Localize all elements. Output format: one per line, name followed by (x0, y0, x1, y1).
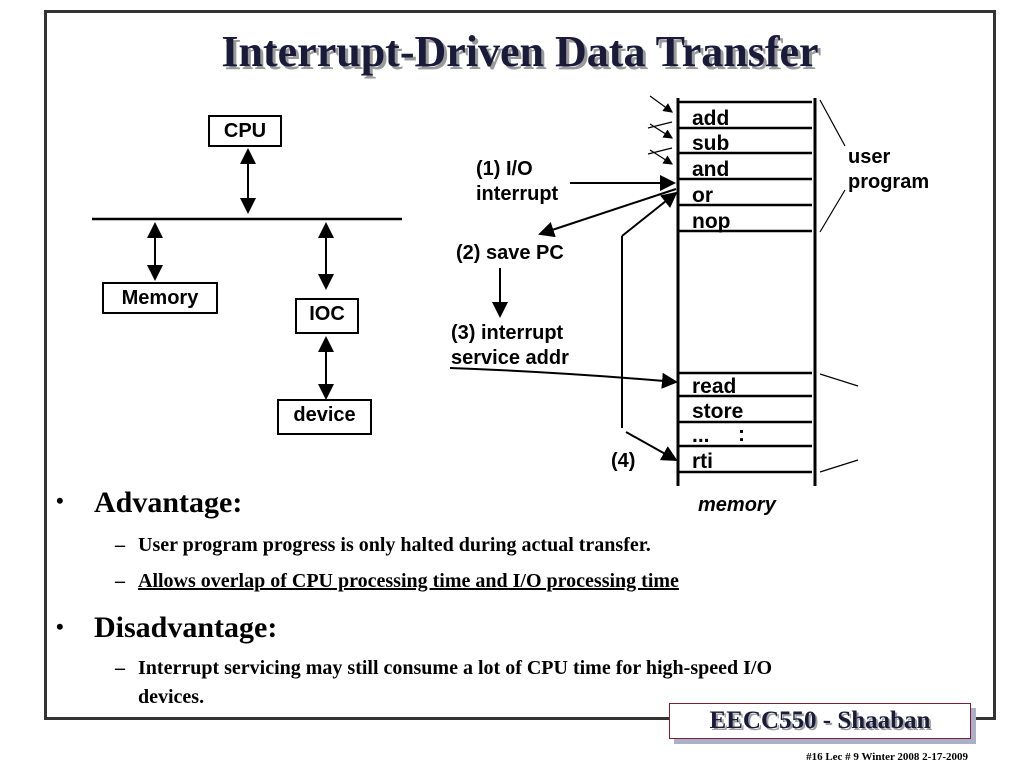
slide-footer: #16 Lec # 9 Winter 2008 2-17-2009 (806, 751, 968, 763)
advantage-heading: Advantage: (94, 486, 243, 519)
rti-to-return (625, 431, 678, 461)
memory-row-dividers (678, 100, 812, 474)
slide-frame (44, 10, 996, 720)
service-addr-arrow (449, 367, 678, 389)
disadvantage-item-1-cont: devices. (138, 686, 205, 708)
instr-store: store (692, 400, 744, 423)
advantage-dash-1: – (115, 534, 125, 556)
slide-title: Interrupt-Driven Data Transfer (221, 27, 819, 76)
user-program-label-line1: user (848, 146, 891, 168)
instr-and: and (692, 158, 730, 181)
step2-label: (2) save PC (456, 242, 564, 264)
instr-add: add (692, 107, 730, 130)
advantage-dash-2: – (115, 570, 125, 592)
ioc-box: IOC (295, 298, 359, 334)
device-box: device (277, 399, 372, 435)
step1-label-line2: interrupt (476, 183, 559, 205)
advantage-item-2: Allows overlap of CPU processing time an… (138, 570, 679, 592)
step3-label-line2: service addr (451, 347, 569, 369)
disadvantage-dash-1: – (115, 657, 125, 679)
disadvantage-bullet-dot: • (56, 614, 64, 639)
memory-caption: memory (698, 494, 776, 516)
save-pc-arrow (538, 188, 677, 238)
cpu-box: CPU (208, 115, 282, 147)
instr-read: read (692, 375, 737, 398)
memory-box: Memory (102, 282, 218, 314)
instr-nop: nop (692, 210, 731, 233)
disadvantage-heading: Disadvantage: (94, 611, 278, 644)
step3-label-line1: (3) interrupt (451, 322, 564, 344)
instr-or: or (692, 184, 713, 207)
instr-ellipsis: ... (692, 424, 710, 447)
advantage-bullet-dot: • (56, 488, 64, 513)
step4-label: (4) (611, 450, 636, 472)
instr-sub: sub (692, 132, 730, 155)
return-arrow-to-or (621, 191, 678, 237)
step1-label-line1: (1) I/O (476, 158, 533, 180)
instr-rti: rti (692, 450, 713, 473)
instr-colon: : (738, 423, 745, 446)
user-program-label-line2: program (848, 171, 930, 193)
advantage-item-1: User program progress is only halted dur… (138, 534, 651, 556)
course-badge: EECC550 - Shaaban (669, 703, 971, 739)
disadvantage-item-1: Interrupt servicing may still consume a … (138, 657, 773, 679)
